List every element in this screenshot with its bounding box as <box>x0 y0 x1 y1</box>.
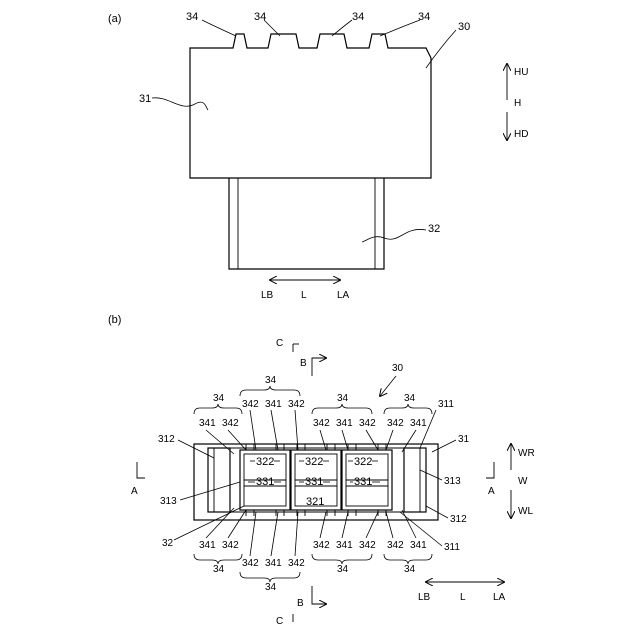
svg-text:34: 34 <box>213 393 225 404</box>
svg-text:LA: LA <box>493 592 506 603</box>
panel-b-tag: (b) <box>108 314 121 326</box>
section-mark-a-left: A <box>131 462 145 497</box>
svg-text:313: 313 <box>160 496 177 507</box>
svg-text:34: 34 <box>265 375 277 386</box>
svg-text:342: 342 <box>288 399 305 410</box>
svg-text:HU: HU <box>514 67 528 78</box>
label-322-3: 322 <box>354 456 372 468</box>
svg-text:L: L <box>301 290 307 301</box>
side-reference-labels: 312 313 32 313 312 311 <box>158 434 467 553</box>
label-34-a1: 34 <box>186 11 198 23</box>
svg-text:B: B <box>297 598 304 609</box>
svg-text:32: 32 <box>162 538 174 549</box>
svg-text:LB: LB <box>261 290 274 301</box>
svg-text:30: 30 <box>392 363 404 374</box>
svg-text:341: 341 <box>336 540 353 551</box>
svg-text:C: C <box>276 338 283 349</box>
svg-text:312: 312 <box>158 434 175 445</box>
w-direction-indicator: WR W WL <box>511 444 535 518</box>
svg-text:341: 341 <box>199 540 216 551</box>
top-reference-labels: 34 34 341 342 342 341 342 34 342 341 342… <box>194 363 470 445</box>
svg-text:A: A <box>131 486 138 497</box>
label-31-a: 31 <box>139 93 151 105</box>
svg-text:B: B <box>300 358 307 369</box>
svg-text:341: 341 <box>265 558 282 569</box>
svg-text:341: 341 <box>410 540 427 551</box>
connector-body-side-view <box>190 34 431 178</box>
svg-text:342: 342 <box>359 540 376 551</box>
svg-text:342: 342 <box>288 558 305 569</box>
svg-text:L: L <box>460 592 466 603</box>
svg-text:34: 34 <box>337 564 349 575</box>
label-30-a: 30 <box>458 21 470 33</box>
panel-a-leaders <box>152 20 456 242</box>
svg-text:342: 342 <box>359 418 376 429</box>
label-34-a4: 34 <box>418 11 430 23</box>
svg-text:34: 34 <box>404 393 416 404</box>
svg-text:C: C <box>276 616 283 627</box>
svg-text:313: 313 <box>444 476 461 487</box>
svg-text:A: A <box>488 486 495 497</box>
svg-text:311: 311 <box>438 399 454 410</box>
svg-text:341: 341 <box>336 418 353 429</box>
svg-text:34: 34 <box>337 393 349 404</box>
svg-text:LA: LA <box>337 290 350 301</box>
svg-text:34: 34 <box>265 582 277 593</box>
svg-text:342: 342 <box>222 418 239 429</box>
svg-text:WL: WL <box>518 506 533 517</box>
svg-text:342: 342 <box>222 540 239 551</box>
label-34-a2: 34 <box>254 11 266 23</box>
label-321: 321 <box>306 496 324 508</box>
svg-text:34: 34 <box>404 564 416 575</box>
label-331-2: 331 <box>305 476 323 488</box>
panel-a: (a) 34 34 34 34 30 31 32 <box>108 11 528 301</box>
panel-a-tag: (a) <box>108 13 121 25</box>
svg-text:W: W <box>518 476 528 487</box>
svg-text:342: 342 <box>313 540 330 551</box>
label-331-3: 331 <box>354 476 372 488</box>
svg-text:342: 342 <box>387 540 404 551</box>
svg-text:342: 342 <box>242 558 259 569</box>
svg-text:342: 342 <box>242 399 259 410</box>
svg-text:311: 311 <box>444 542 460 553</box>
bottom-reference-labels: 341 342 34 342 341 342 34 342 341 342 34… <box>194 540 432 593</box>
svg-text:HD: HD <box>514 129 528 140</box>
svg-text:34: 34 <box>213 564 225 575</box>
label-32-a: 32 <box>428 223 440 235</box>
l-direction-indicator-b: LB L LA <box>418 582 506 603</box>
svg-text:31: 31 <box>458 434 470 445</box>
svg-text:LB: LB <box>418 592 431 603</box>
top-leaders <box>206 376 456 454</box>
section-mark-a-right: A <box>486 462 495 497</box>
section-mark-bottom: B C <box>276 586 326 627</box>
svg-text:H: H <box>514 98 521 109</box>
label-34-a3: 34 <box>352 11 364 23</box>
label-331-1: 331 <box>256 476 274 488</box>
svg-text:312: 312 <box>450 514 467 525</box>
l-direction-indicator-a: LB L LA <box>261 280 350 301</box>
svg-text:341: 341 <box>410 418 427 429</box>
section-mark-top: C B <box>276 338 326 376</box>
label-322-2: 322 <box>305 456 323 468</box>
svg-text:342: 342 <box>313 418 330 429</box>
svg-text:WR: WR <box>518 448 535 459</box>
lower-portion-32 <box>229 178 384 269</box>
label-322-1: 322 <box>256 456 274 468</box>
panel-b: (b) C B B C A A <box>108 314 535 627</box>
svg-text:341: 341 <box>199 418 216 429</box>
svg-text:342: 342 <box>387 418 404 429</box>
h-direction-indicator: HU H HD <box>507 64 528 140</box>
svg-text:341: 341 <box>265 399 282 410</box>
